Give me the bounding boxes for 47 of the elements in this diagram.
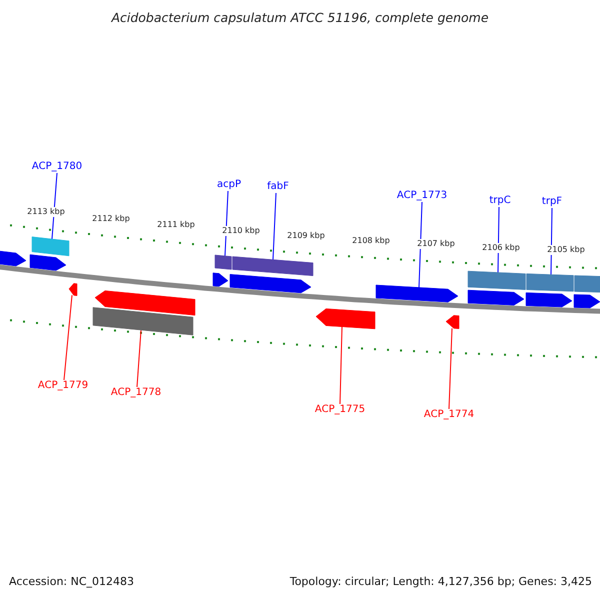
leader-line — [64, 294, 72, 380]
position-label: 2105 kbp — [546, 245, 586, 256]
position-label: 2107 kbp — [416, 239, 456, 250]
gene-label: ACP_1780 — [32, 161, 82, 173]
leader-line — [418, 202, 422, 288]
feature-bar — [574, 275, 600, 293]
position-label: 2108 kbp — [351, 236, 391, 246]
gene-feature — [446, 315, 460, 329]
position-label: 2110 kbp — [221, 226, 261, 236]
gene-feature — [468, 290, 524, 306]
gene-feature — [316, 308, 376, 330]
leader-line — [136, 330, 142, 388]
gene-label: ACP_1778 — [110, 387, 162, 399]
gene-feature — [376, 284, 458, 302]
leader-line — [448, 328, 452, 410]
gene-label: ACP_1773 — [396, 190, 448, 202]
gene-label: acpP — [217, 179, 241, 191]
gene-label: ACP_1775 — [314, 404, 366, 416]
gene-feature — [526, 292, 572, 308]
feature-bar — [92, 307, 194, 336]
position-label: 2106 kbp — [481, 242, 521, 252]
accession-text: Accession: NC_012483 — [9, 575, 134, 588]
gene-feature — [574, 294, 600, 308]
feature-bar — [526, 273, 574, 292]
leader-line — [272, 192, 276, 260]
leader-line — [52, 172, 58, 240]
gene-feature — [212, 272, 228, 287]
genome-title: Acidobacterium capsulatum ATCC 51196, complete genome — [110, 10, 490, 25]
feature-bar — [468, 270, 526, 290]
position-label: 2111 kbp — [156, 220, 196, 230]
gene-feature — [30, 254, 66, 271]
genome-stats-text: Topology: circular; Length: 4,127,356 bp; Genes: 3,425 — [290, 575, 592, 588]
gene-label: ACP_1779 — [38, 380, 88, 392]
feature-bar — [32, 236, 70, 256]
gene-feature — [68, 283, 78, 296]
gene-label: trpF — [542, 196, 562, 208]
leader-line — [498, 206, 500, 273]
gene-label: trpC — [489, 195, 511, 207]
leader-line — [340, 326, 342, 404]
feature-bar — [214, 254, 232, 270]
position-label: 2113 kbp — [26, 207, 66, 218]
gene-feature — [0, 250, 26, 266]
position-label: 2112 kbp — [91, 214, 131, 224]
position-label: 2109 kbp — [286, 231, 326, 242]
gene-label: ACP_1774 — [424, 409, 474, 421]
gene-label: fabF — [267, 181, 289, 193]
gene-feature — [94, 290, 196, 316]
